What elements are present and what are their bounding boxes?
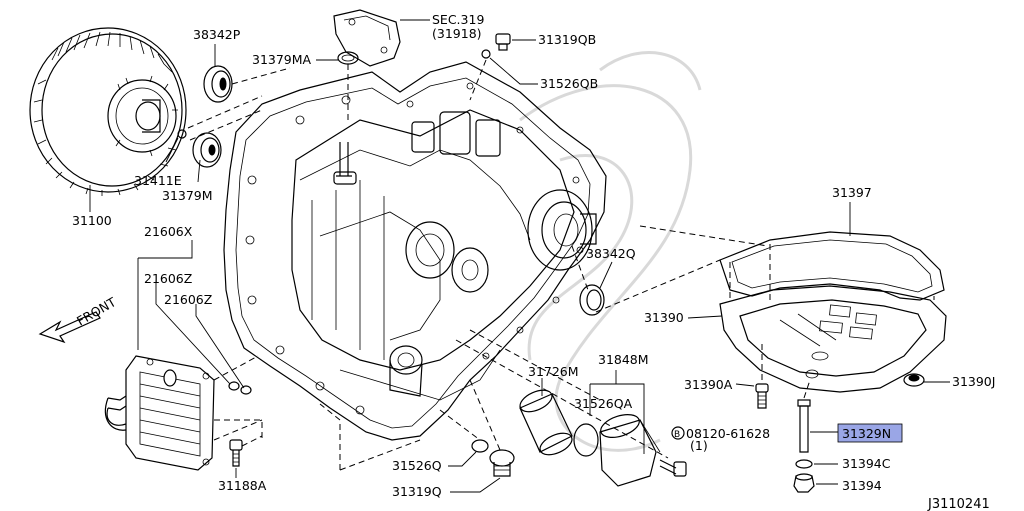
label-31726M: 31726M [528, 364, 579, 379]
label-21606X: 21606X [144, 224, 193, 239]
label-21606Z-2: 21606Z [164, 292, 212, 307]
front-arrow [38, 311, 101, 344]
bolt-mark-circle [671, 426, 685, 440]
filter-cover-31848M [599, 414, 661, 487]
torque-converter [29, 27, 187, 196]
label-31390J: 31390J [952, 374, 995, 389]
oil-filter-31726M [519, 389, 573, 456]
sensor-sec319 [333, 9, 401, 67]
label-front: FRONT [74, 294, 119, 329]
highlight-31329N [837, 423, 903, 443]
o-ring-31526QA [573, 423, 599, 457]
o-ring-31526Q [471, 439, 489, 453]
oil-seal-38342P [203, 65, 233, 103]
o-ring-31526QB [481, 49, 491, 59]
diagram-id: J3110241 [927, 497, 990, 511]
washer-31394C [795, 459, 813, 469]
o-ring-31411E [177, 129, 187, 139]
bolt-31390A [755, 383, 769, 409]
label-31411E: 31411E [134, 173, 182, 188]
bolt-31188A [229, 439, 243, 467]
oil-seal-31379M [192, 132, 222, 168]
bolt-mark: B [674, 430, 680, 440]
oil-cooler-21606X [104, 355, 215, 471]
label-31526QA: 31526QA [574, 396, 633, 411]
label-31526Q: 31526Q [392, 458, 442, 473]
overflow-tube-31329N [797, 399, 811, 453]
label-31394C: 31394C [842, 456, 891, 471]
label-31526QB: 31526QB [540, 76, 598, 91]
label-31390: 31390 [644, 310, 684, 325]
label-31100: 31100 [72, 213, 112, 228]
transmission-case [223, 61, 607, 441]
label-31188A: 31188A [218, 478, 267, 493]
label-bolt-qty: (1) [690, 438, 708, 453]
label-21606Z: 21606Z [144, 271, 192, 286]
label-sec319-sub: (31918) [432, 26, 482, 41]
bolt-08120-61628 [659, 459, 687, 477]
label-38342P: 38342P [193, 27, 241, 42]
o-ring-21606Z-b [240, 385, 252, 395]
plug-31319QB [495, 33, 511, 51]
oil-seal-38342Q [579, 284, 605, 316]
label-31379M: 31379M [162, 188, 213, 203]
label-31329N: 31329N [842, 426, 891, 441]
label-31379MA: 31379MA [252, 52, 312, 67]
plug-31319Q [489, 449, 515, 477]
label-31319Q: 31319Q [392, 484, 442, 499]
label-31319QB: 31319QB [538, 32, 596, 47]
oil-pan-gasket-31397 [719, 231, 945, 301]
label-31848M: 31848M [598, 352, 649, 367]
drain-plug-31394 [793, 473, 815, 493]
label-31394: 31394 [842, 478, 882, 493]
label-bolt-code: 08120-61628 [686, 426, 770, 441]
label-31397: 31397 [832, 185, 872, 200]
label-31390A: 31390A [684, 377, 733, 392]
label-38342Q: 38342Q [586, 246, 636, 261]
label-sec319: SEC.319 [432, 12, 484, 27]
o-ring-21606Z-a [228, 381, 240, 391]
oil-pan-31390 [719, 285, 947, 393]
